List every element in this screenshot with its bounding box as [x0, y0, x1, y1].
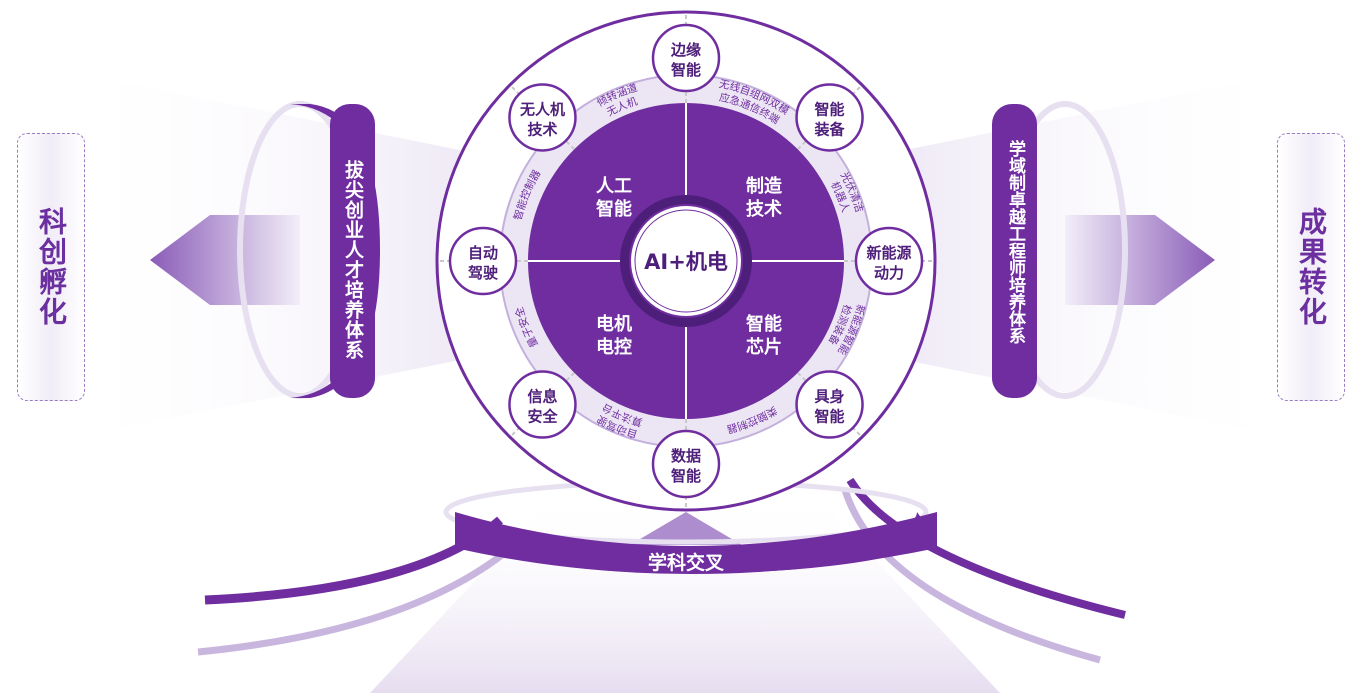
node-label-l1: 新能源	[866, 244, 911, 262]
left-box-label: 科创孵化	[35, 207, 68, 327]
node-label-l2: 技术	[527, 120, 557, 138]
quadrant-manufacturing-l2: 技术	[746, 198, 782, 220]
quadrant-motor-l1: 电机	[596, 313, 632, 335]
quadrant-motor-l2: 电控	[596, 336, 632, 358]
node-label-l1: 数据	[671, 447, 701, 465]
quadrant-manufacturing-l1: 制造	[746, 175, 782, 197]
quadrant-ai-l2: 智能	[596, 198, 632, 220]
node-circle	[448, 226, 518, 296]
right-band	[992, 104, 1037, 398]
node-label-l2: 智能	[815, 408, 845, 426]
node-circle	[508, 370, 577, 439]
curve-right-1	[846, 477, 1126, 619]
node-circle	[651, 23, 721, 93]
quadrant-ai-l1: 人工	[596, 176, 632, 197]
node-circle	[508, 83, 577, 152]
bottom-arrow	[630, 512, 742, 545]
node-label-l2: 智能	[671, 467, 701, 485]
quadrant-chip-l1: 智能	[746, 313, 782, 335]
node-label-l1: 智能	[815, 100, 845, 118]
right-band-label: 学域制卓越工程师培养体系	[1005, 140, 1025, 344]
curve-right-2	[841, 488, 1101, 664]
bottom-band-label: 学科交叉	[648, 551, 725, 574]
right-box: 成果转化	[1277, 133, 1345, 401]
node-label-l1: 边缘	[670, 41, 701, 59]
node-label-l1: 自动	[468, 244, 498, 262]
node-label-l1: 无人机	[519, 100, 565, 118]
right-box-label: 成果转化	[1295, 207, 1328, 327]
node-label-l2: 智能	[671, 61, 701, 79]
node-circle	[854, 226, 924, 296]
node-label-l1: 具身	[815, 388, 845, 406]
left-band-label: 拔尖创业人才培养体系	[342, 160, 364, 360]
node-circle	[795, 83, 864, 152]
node-label-l2: 安全	[527, 408, 558, 426]
right-arrow	[1065, 215, 1215, 305]
node-label-l2: 装备	[814, 120, 846, 138]
node-label-l2: 动力	[874, 264, 904, 282]
node-circle	[651, 429, 721, 499]
node-circle	[795, 370, 864, 439]
node-6: 自动驾驶	[437, 226, 528, 296]
curve-left-2	[197, 537, 523, 656]
quadrant-chip-l2: 芯片	[746, 336, 782, 358]
node-label-l2: 驾驶	[468, 264, 498, 282]
center-label: AI+机电	[644, 250, 728, 274]
left-box: 科创孵化	[17, 133, 85, 401]
left-band	[330, 104, 375, 398]
left-arrow	[150, 215, 300, 305]
node-label-l1: 信息	[527, 388, 557, 406]
